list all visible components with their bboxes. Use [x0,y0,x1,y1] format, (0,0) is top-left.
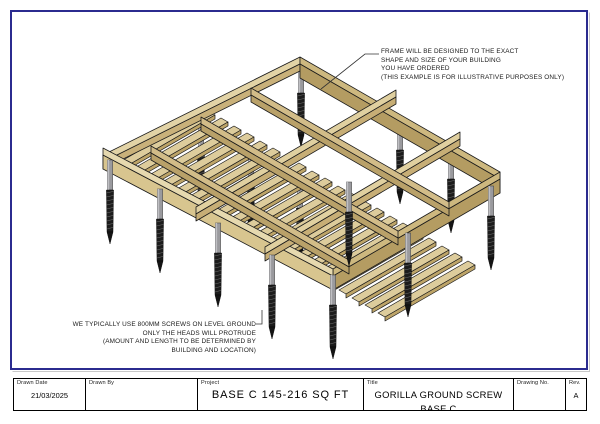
annotation-frame-design-note: FRAME WILL BE DESIGNED TO THE EXACT SHAP… [381,48,565,81]
leader-lines [256,53,379,325]
title-block-title: Title GORILLA GROUND SCREW BASE C [364,379,514,410]
drawn-date-label: Drawn Date [17,380,48,386]
drawn-date-value: 21/03/2025 [31,391,68,400]
timber-frame [102,56,501,322]
title-block-rev: Rev. A [566,379,586,410]
title-block-drawing-no: Drawing No. [514,379,566,410]
drawing-border [10,10,588,370]
title-label: Title [367,380,378,386]
drawing-no-label: Drawing No. [517,380,549,386]
title-block-project: Project BASE C 145-216 SQ FT [198,379,364,410]
rev-value: A [573,391,579,400]
drawn-by-label: Drawn By [89,380,115,386]
rev-label: Rev. [569,380,581,386]
project-value: BASE C 145-216 SQ FT [211,389,350,401]
title-block-drawn-by: Drawn By [86,379,198,410]
annotation-screw-length-note: WE TYPICALLY USE 800MM SCREWS ON LEVEL G… [72,321,256,354]
title-value: GORILLA GROUND SCREW BASE C [374,389,503,410]
border-shadow [12,12,590,372]
project-label: Project [201,380,220,386]
title-block: Drawn Date 21/03/2025 Drawn By Project B… [13,378,587,411]
title-block-drawn-date: Drawn Date 21/03/2025 [14,379,86,410]
